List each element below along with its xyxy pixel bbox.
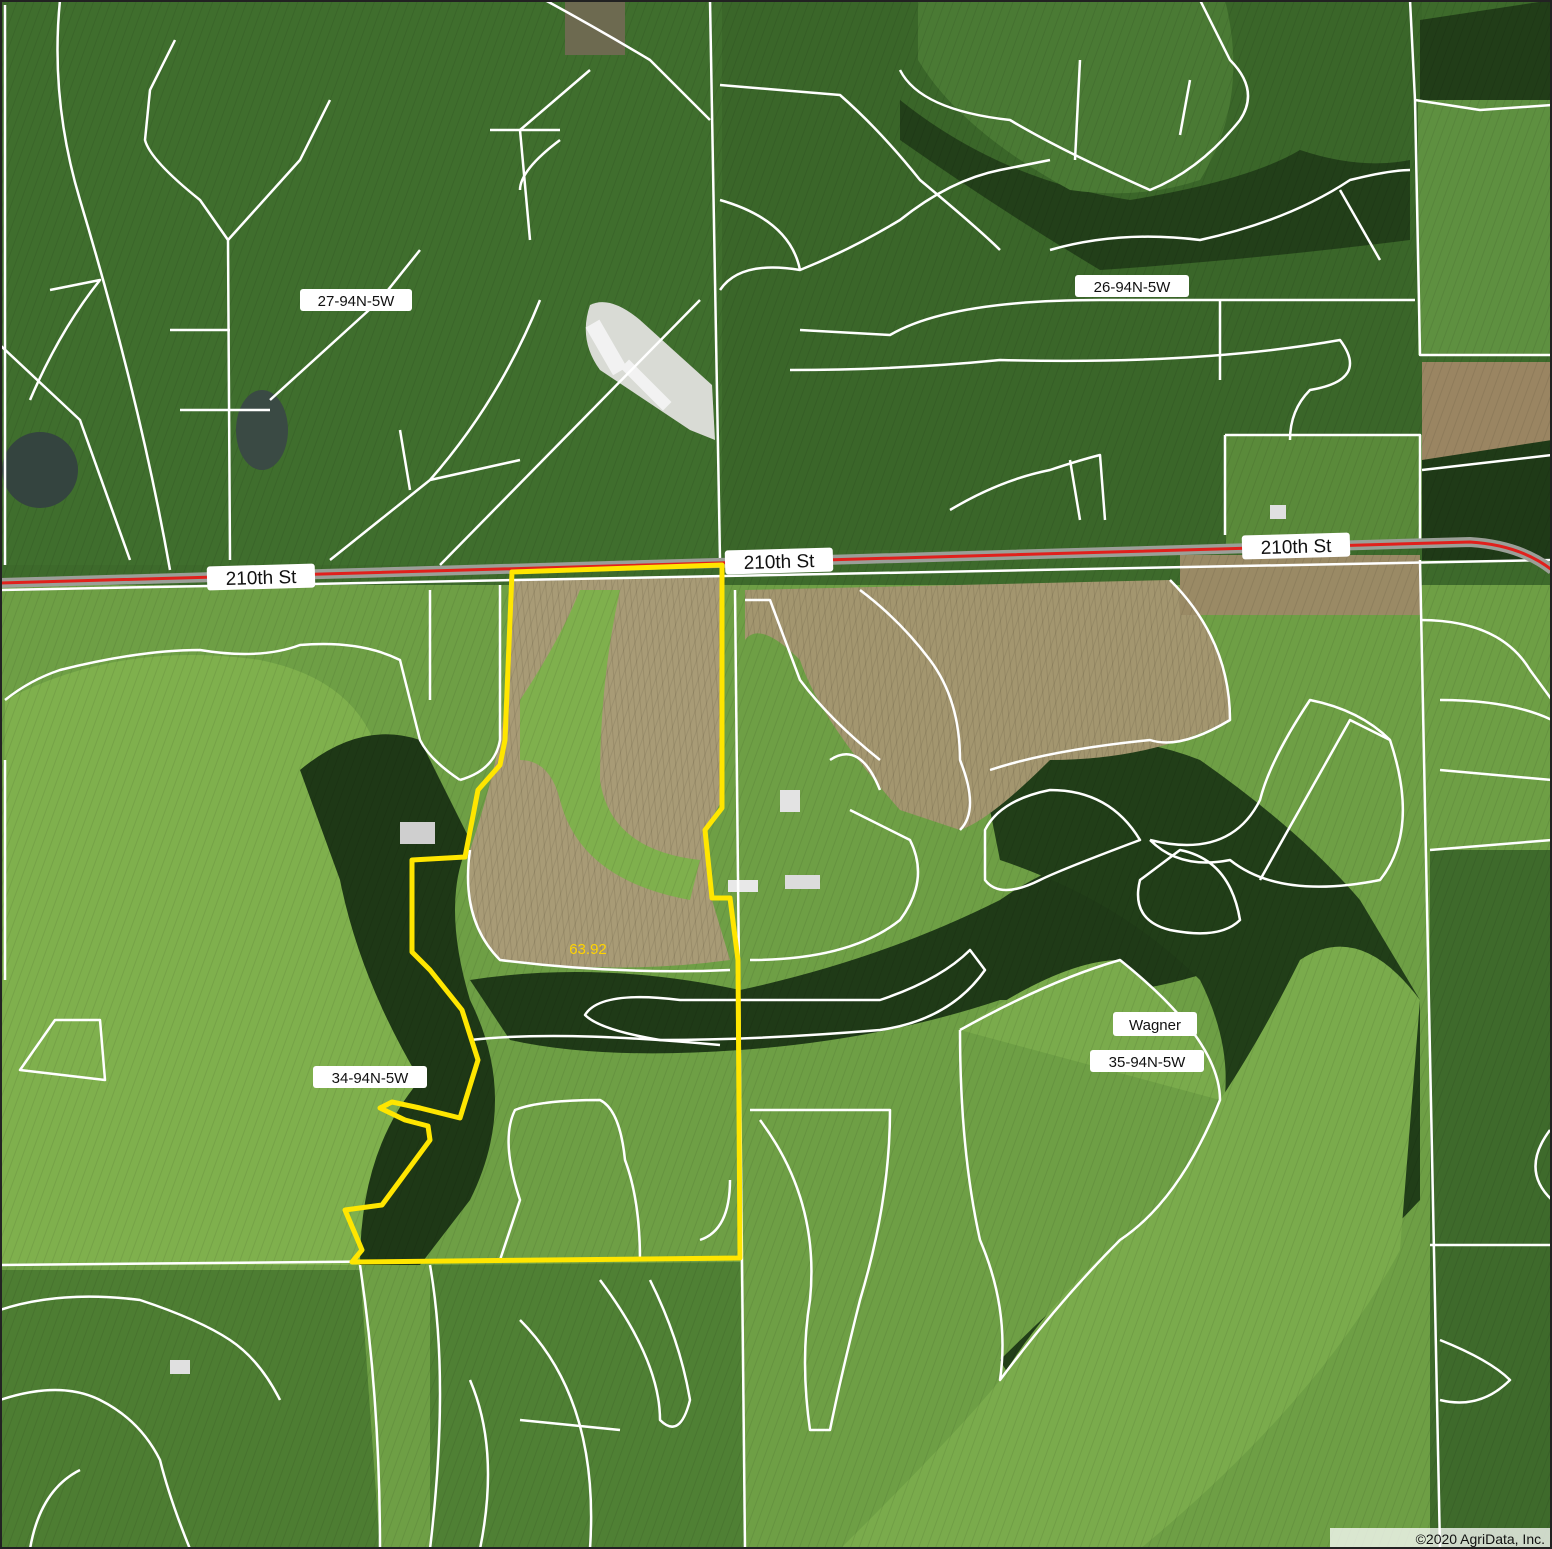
section-label-27-text: 27-94N-5W — [318, 293, 396, 310]
copyright-notice: ©2020 AgriData, Inc. — [1330, 1528, 1552, 1549]
road-label-west-text: 210th St — [225, 567, 297, 590]
section-label-26-text: 26-94N-5W — [1094, 279, 1172, 296]
acreage-label: 63.92 — [569, 941, 607, 958]
section-label-35: 35-94N-5W — [1090, 1050, 1204, 1072]
farm-building — [1270, 505, 1286, 519]
road-label-center: 210th St — [724, 547, 834, 575]
parcel-boundary — [342, 562, 743, 1265]
owner-label-text: Wagner — [1129, 1017, 1181, 1034]
farm-building — [785, 875, 820, 889]
section-label-26: 26-94N-5W — [1075, 275, 1189, 297]
road-210th-st — [0, 536, 1552, 588]
pond-west — [2, 432, 78, 508]
section-label-27: 27-94N-5W — [300, 289, 412, 311]
road-label-east: 210th St — [1241, 532, 1351, 560]
livestock-site-pad — [585, 302, 715, 440]
farm-building — [170, 1360, 190, 1374]
road-label-east-text: 210th St — [1260, 536, 1332, 559]
section-label-34-text: 34-94N-5W — [332, 1070, 410, 1087]
barn-building — [620, 359, 672, 411]
barn-building — [585, 319, 627, 376]
copyright-text: ©2020 AgriData, Inc. — [1416, 1531, 1545, 1547]
road-label-center-text: 210th St — [743, 551, 815, 574]
farm-building — [780, 790, 800, 812]
section-label-34: 34-94N-5W — [313, 1066, 427, 1088]
section-label-35-text: 35-94N-5W — [1109, 1054, 1187, 1071]
farm-building — [728, 880, 758, 892]
farm-building — [400, 822, 435, 844]
pond-center — [236, 390, 288, 470]
owner-label: Wagner — [1113, 1012, 1197, 1036]
road-label-west: 210th St — [206, 563, 316, 591]
